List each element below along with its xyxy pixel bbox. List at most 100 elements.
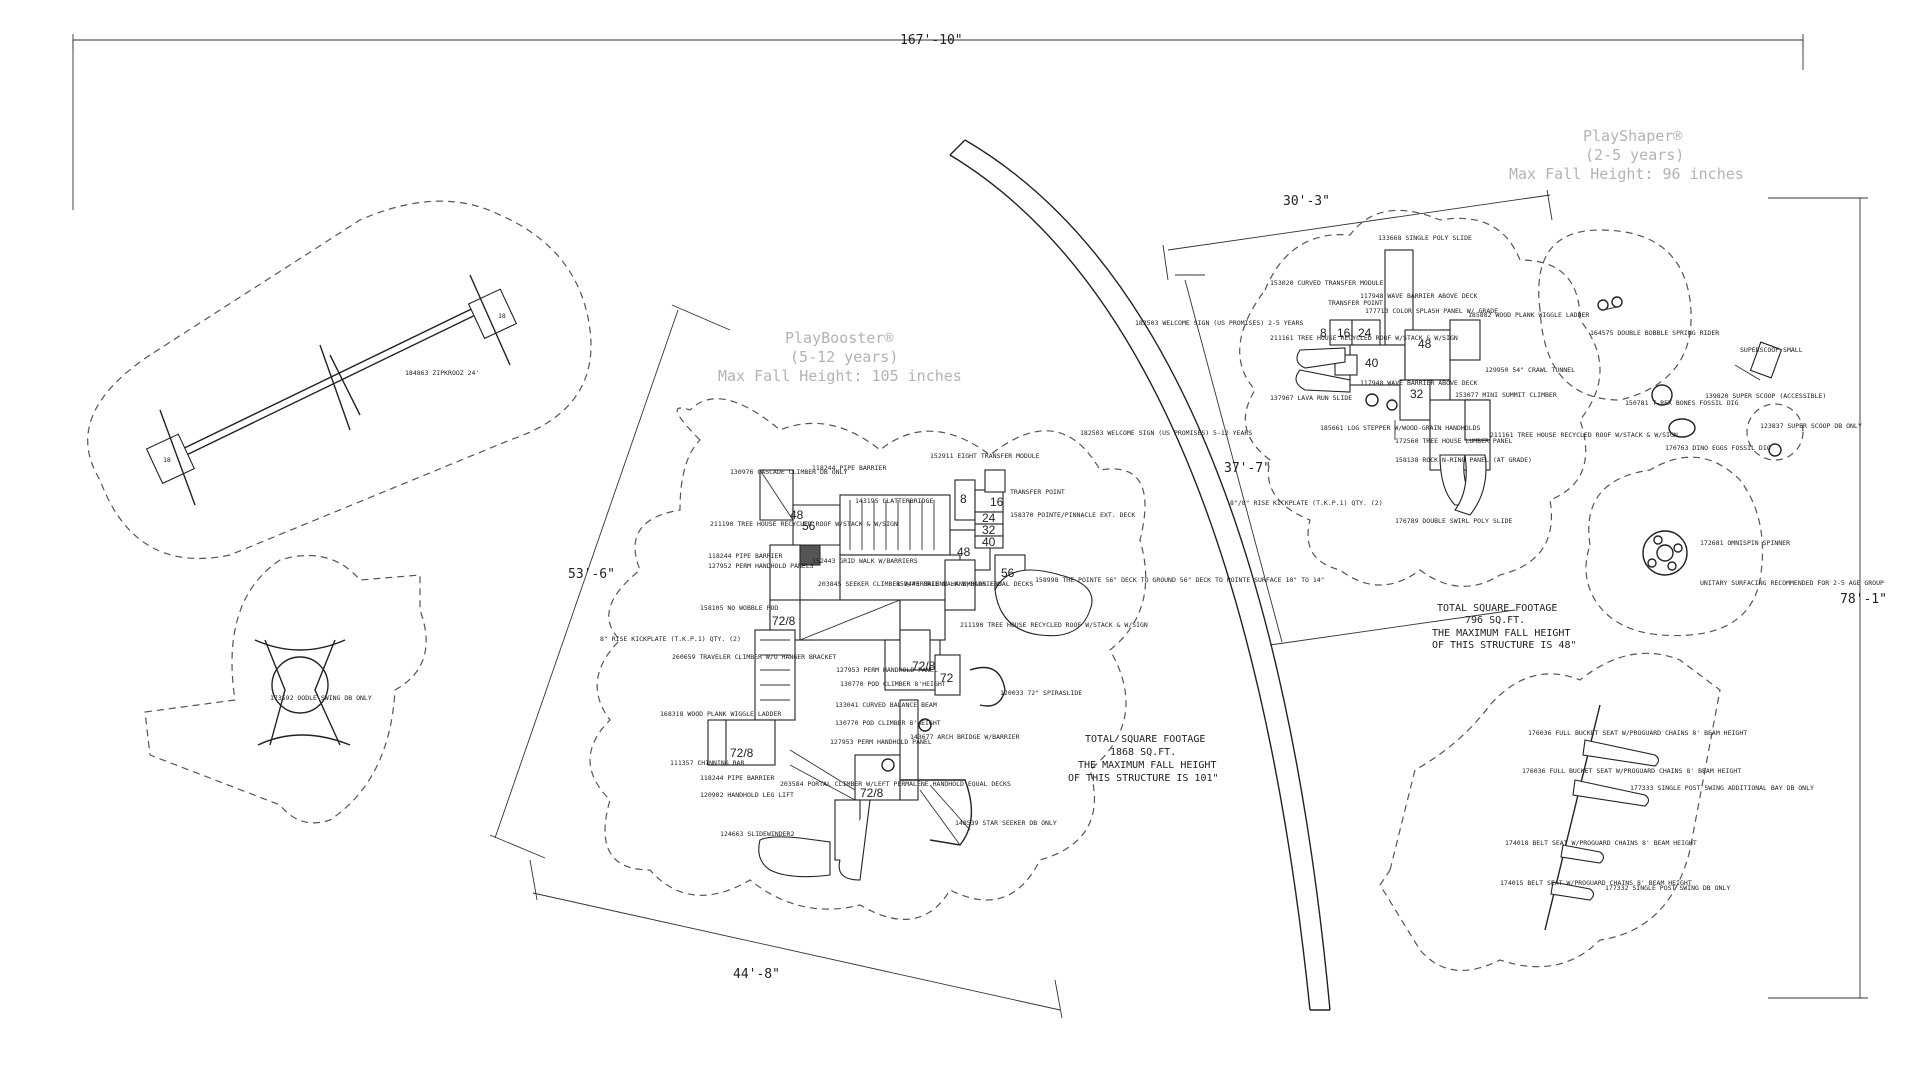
component-label: 118244 PIPE BARRIER	[700, 774, 774, 782]
component-label: 118244 PIPE BARRIER	[812, 464, 886, 472]
playshaper-ages: (2-5 years)	[1585, 146, 1684, 164]
playshaper-dimensions: 30'-3" 37'-7"	[1162, 189, 1553, 646]
sqft-heading: TOTAL SQUARE FOOTAGE	[1437, 603, 1557, 614]
component-label: 111357 CHINNING BAR	[670, 759, 744, 767]
playshaper-width-label: 30'-3"	[1283, 194, 1330, 209]
dino-eggs-label: 170763 DINO EGGS FOSSIL DIG	[1665, 444, 1771, 452]
component-label: 203845 SEEKER CLIMBER W/PERMALENE HANDHO…	[818, 580, 1033, 588]
playshaper-deck-heights: 16 8 24 40 48 32	[1320, 326, 1432, 401]
omnispin-area: 172681 OMNISPIN SPINNER UNITARY SURFACIN…	[1585, 456, 1884, 637]
spring-rider-area: 164575 DOUBLE BOBBLE SPRING RIDER	[1538, 229, 1719, 401]
component-label: 211190 TREE HOUSE RECYCLED ROOF W/STACK …	[960, 621, 1148, 629]
deck-height: 72/8	[730, 746, 754, 760]
deck-height: 56	[1001, 566, 1015, 580]
deck-height: 8	[960, 492, 967, 506]
playbooster-title-block: PlayBooster® (5-12 years) Max Fall Heigh…	[718, 329, 962, 385]
zipline-deck-label: 18	[163, 456, 171, 464]
curved-walkway	[949, 139, 1331, 1011]
max-fall-line2: OF THIS STRUCTURE IS 101"	[1068, 773, 1219, 784]
component-label: 148539 STAR SEEKER DB ONLY	[955, 819, 1057, 827]
playshaper-brand: PlayShaper®	[1583, 127, 1683, 145]
max-fall-line2: OF THIS STRUCTURE IS 48"	[1432, 640, 1577, 651]
playbooster-height-label: 53'-6"	[568, 567, 615, 582]
component-label: 260659 TRAVELER CLIMBER W/O HANGER BRACK…	[672, 653, 836, 661]
deck-height: 40	[982, 535, 996, 549]
component-label: 130770 POD CLIMBER 8'HEIGHT	[840, 680, 946, 688]
component-label: 117948 WAVE BARRIER ABOVE DECK	[1360, 379, 1477, 387]
playbooster-deck-heights: 48 56 16 8 24 32 40 48 56 72/8 72/8 72/8…	[730, 492, 1015, 800]
deck-height: 32	[1410, 387, 1424, 401]
component-label: 152443 GRID WALK W/BARRIERS	[896, 580, 1002, 588]
component-label: 130976 CASCADE CLIMBER DB ONLY	[730, 468, 847, 476]
component-label: 172560 TREE HOUSE LUMBER PANEL	[1395, 437, 1512, 445]
component-label: 158998 THE POINTE 56" DECK TO GROUND 56"…	[1035, 576, 1325, 584]
component-label: 158370 POINTE/PINNACLE EXT. DECK	[1010, 511, 1135, 519]
omnispin-label: 172681 OMNISPIN SPINNER	[1700, 539, 1790, 547]
component-label: 127953 PERM HANDHOLD PANEL	[836, 666, 938, 674]
swing-component-label: 176036 FULL BUCKET SEAT W/PROGUARD CHAIN…	[1522, 767, 1741, 775]
component-label: 153020 CURVED TRANSFER MODULE	[1270, 279, 1384, 287]
sqft-value: 796 SQ.FT.	[1465, 615, 1525, 626]
max-fall-line1: THE MAXIMUM FALL HEIGHT	[1078, 760, 1216, 771]
component-label: 127952 PERM HANDHOLD PANELS	[708, 562, 814, 570]
deck-height: 72	[940, 671, 954, 685]
component-label: 117948 WAVE BARRIER ABOVE DECK	[1360, 292, 1477, 300]
component-label: 118244 PIPE BARRIER	[708, 552, 782, 560]
component-label: 143195 CLATTERBRIDGE	[855, 497, 933, 505]
trex-bones-label: 150781 T-REX BONES FOSSIL DIG	[1625, 399, 1739, 407]
component-label: TRANSFER POINT	[1010, 488, 1065, 496]
overall-height-dimension: 78'-1"	[1768, 197, 1887, 999]
component-label: 133041 CURVED BALANCE BEAM	[835, 701, 937, 709]
superscoop-label: SUPERSCOOP SMALL	[1740, 346, 1803, 354]
unitary-surfacing-note: UNITARY SURFACING RECOMMENDED FOR 2-5 AG…	[1700, 579, 1884, 587]
swing-component-label: 177333 SINGLE POST SWING ADDITIONAL BAY …	[1630, 784, 1814, 792]
overall-height-label: 78'-1"	[1840, 592, 1887, 607]
deck-height: 24	[1358, 326, 1372, 340]
super-scoop-db-label: 123837 SUPER SCOOP DB ONLY	[1760, 422, 1862, 430]
deck-height: 56	[802, 519, 816, 533]
playbooster-width-label: 44'-8"	[733, 967, 780, 982]
playshaper-component-labels: 133668 SINGLE POLY SLIDE 153020 CURVED T…	[1135, 234, 1678, 525]
component-label: 168318 WOOD PLANK WIGGLE LADDER	[660, 710, 781, 718]
overall-width-label: 167'-10"	[900, 33, 963, 48]
playbooster-ages: (5-12 years)	[790, 348, 898, 366]
component-label: 185882 WOOD PLANK WIGGLE LADDER	[1468, 311, 1589, 319]
component-label: 8"/8" RISE KICKPLATE (T.K.P.1) QTY. (2)	[1230, 499, 1383, 507]
swing-component-label: 174018 BELT SEAT W/PROGUARD CHAINS 8' BE…	[1505, 839, 1697, 847]
deck-height: 72/8	[772, 614, 796, 628]
playshaper-title-block: PlayShaper® (2-5 years) Max Fall Height:…	[1509, 127, 1744, 183]
sqft-heading: TOTAL SQUARE FOOTAGE	[1085, 734, 1205, 745]
component-label: 182503 WELCOME SIGN (US PROMISES) 2-5 YE…	[1135, 319, 1303, 327]
playbooster-square-footage: TOTAL SQUARE FOOTAGE 1868 SQ.FT. THE MAX…	[1068, 734, 1219, 784]
component-label: 152443 GRID WALK W/BARRIERS	[812, 557, 918, 565]
playshaper-use-zone	[1239, 209, 1601, 587]
playbooster-component-labels: 130976 CASCADE CLIMBER DB ONLY 118244 PI…	[600, 429, 1325, 838]
deck-height: 48	[1418, 337, 1432, 351]
playbooster-brand: PlayBooster®	[785, 329, 894, 347]
component-label: 211161 TREE HOUSE RECYCLED ROOF W/STACK …	[1270, 334, 1458, 342]
deck-height: 40	[1365, 356, 1379, 370]
component-label: 158138 ROCK-N-RING PANEL (AT GRADE)	[1395, 456, 1532, 464]
component-label: 124663 SLIDEWINDER2	[720, 830, 794, 838]
component-label: 137967 LAVA RUN SLIDE	[1270, 394, 1352, 402]
swing-area: 176036 FULL BUCKET SEAT W/PROGUARD CHAIN…	[1379, 652, 1814, 971]
swing-component-label: 177332 SINGLE POST SWING DB ONLY	[1605, 884, 1730, 892]
swing-seat	[1550, 739, 1660, 901]
spring-rider-label: 164575 DOUBLE BOBBLE SPRING RIDER	[1590, 329, 1719, 337]
component-label: 158105 NO WOBBLE POD	[700, 604, 778, 612]
zipkrooz-label: 184863 ZIPKROOZ 24'	[405, 369, 479, 377]
component-label: 120902 HANDHOLD LEG LIFT	[700, 791, 794, 799]
component-label: 120033 72" SPIRASLIDE	[1000, 689, 1082, 697]
playbooster-fall-height: Max Fall Height: 105 inches	[718, 367, 962, 385]
component-label: 127953 PERM HANDHOLD PANEL	[830, 738, 932, 746]
component-label: 176789 DOUBLE SWIRL POLY SLIDE	[1395, 517, 1512, 525]
max-fall-line1: THE MAXIMUM FALL HEIGHT	[1432, 628, 1570, 639]
component-label: 203584 PORTAL CLIMBER W/LEFT PERMALENE H…	[780, 780, 1011, 788]
fossil-dig-cluster: SUPERSCOOP SMALL 139820 SUPER SCOOP (ACC…	[1625, 341, 1862, 461]
playshaper-square-footage: TOTAL SQUARE FOOTAGE 796 SQ.FT. THE MAXI…	[1432, 603, 1577, 651]
component-label: 133668 SINGLE POLY SLIDE	[1378, 234, 1472, 242]
deck-height: 32	[982, 523, 996, 537]
clatterbridge	[849, 500, 935, 550]
component-label: 177713 COLOR SPLASH PANEL W/ GRADE	[1365, 307, 1498, 315]
